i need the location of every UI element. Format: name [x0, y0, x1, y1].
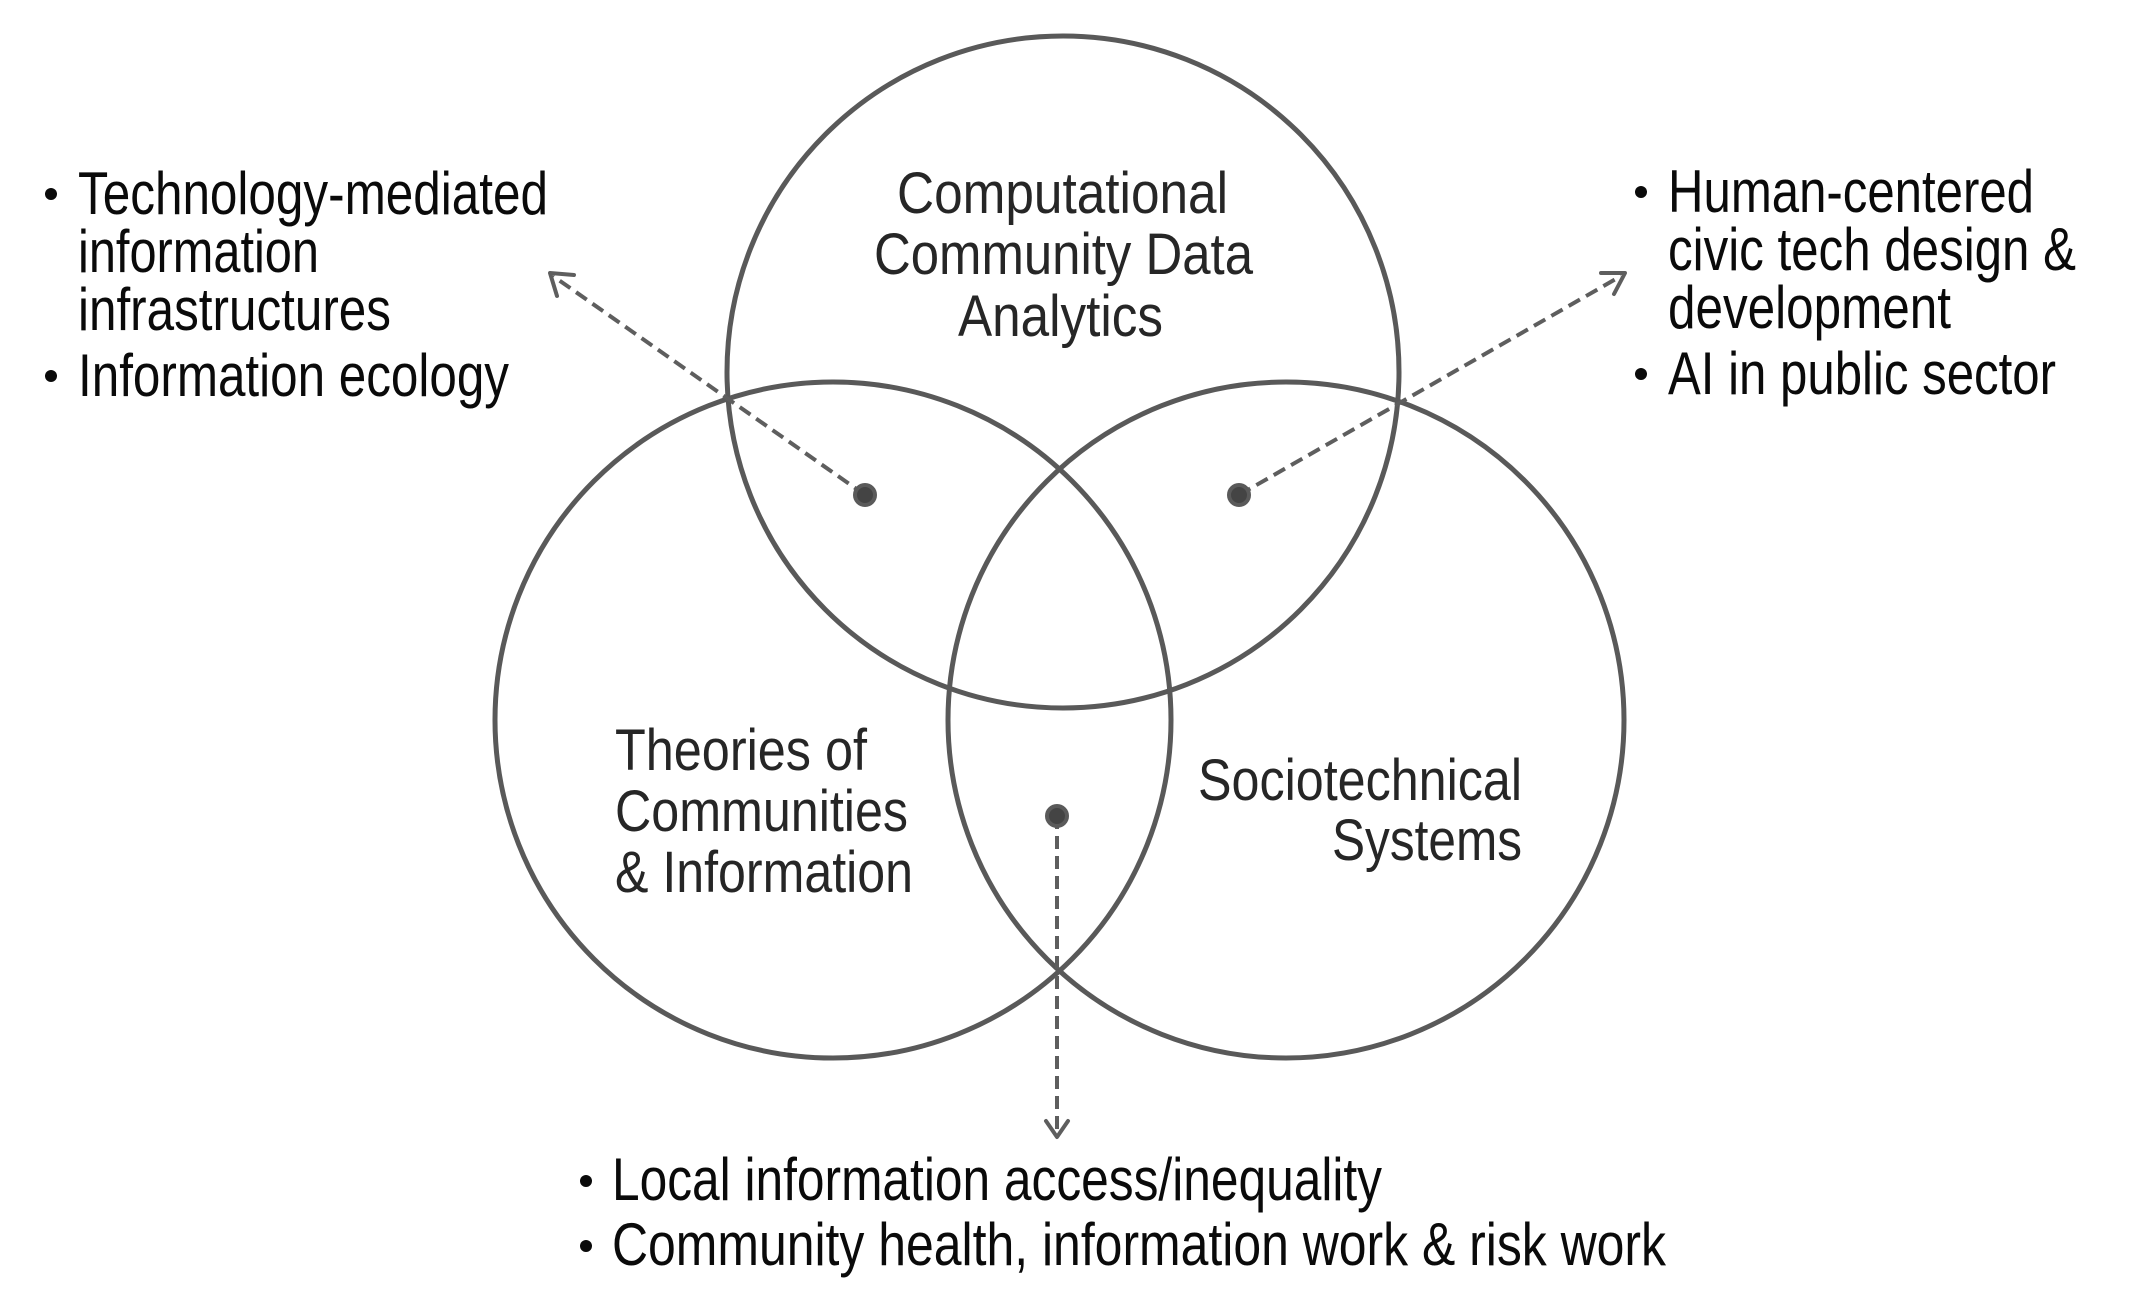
bullet-dot-icon: [580, 1240, 592, 1252]
circle-label-left-line-3: & Information: [615, 840, 913, 905]
callout-top-right-item-2-line-1: AI in public sector: [1668, 340, 2056, 407]
callout-top-left: Technology-mediated information infrastr…: [45, 160, 548, 409]
intersection-dot-icon: [853, 483, 877, 507]
intersection-dot-icon: [1227, 483, 1251, 507]
callout-top-right-item-1-line-1: Human-centered: [1668, 158, 2034, 225]
circle-label-top-line-3: Analytics: [958, 284, 1163, 349]
callout-top-left-item-1-line-1: Technology-mediated: [78, 160, 548, 227]
callout-bottom-item-2: Community health, information work & ris…: [612, 1211, 1667, 1278]
circle-label-top-line-2: Community Data: [874, 222, 1254, 287]
circle-label-top-line-1: Computational: [897, 161, 1228, 226]
venn-circles: [492, 33, 1627, 1061]
circle-label-right-line-1: Sociotechnical: [1198, 748, 1522, 813]
callout-top-left-item-2-line-1: Information ecology: [78, 342, 509, 409]
bullet-dot-icon: [1635, 368, 1647, 380]
arrow-up-left-icon: [548, 271, 576, 298]
circle-label-right: Sociotechnical Systems: [1198, 748, 1522, 873]
circle-label-top: Computational Community Data Analytics: [874, 161, 1254, 349]
callout-top-left-item-1-line-3: infrastructures: [78, 276, 391, 343]
callout-top-left-item-1-line-2: information: [78, 218, 319, 285]
bullet-dot-icon: [580, 1175, 592, 1187]
callout-top-right-item-1-line-2: civic tech design &: [1668, 216, 2076, 283]
connector-top-left: [548, 271, 877, 507]
bullet-dot-icon: [45, 188, 57, 200]
intersection-dot-icon: [1045, 804, 1069, 828]
circle-label-left-line-2: Communities: [615, 779, 908, 844]
circle-computational-community-data-analytics: [724, 33, 1402, 711]
dashed-line-icon: [1238, 274, 1622, 497]
bullet-dot-icon: [1635, 186, 1647, 198]
callout-bottom: Local information access/inequality Comm…: [580, 1146, 1667, 1278]
circle-label-right-line-2: Systems: [1332, 808, 1522, 873]
circle-label-left: Theories of Communities & Information: [615, 718, 913, 905]
connector-bottom: [1044, 804, 1070, 1139]
arrow-down-icon: [1044, 1119, 1070, 1139]
circle-label-left-line-1: Theories of: [615, 718, 868, 783]
callout-top-right-item-1-line-3: development: [1668, 274, 1951, 341]
circle-theories-of-communities-information: [492, 379, 1174, 1061]
circle-sociotechnical-systems: [945, 379, 1627, 1061]
dashed-line-icon: [551, 274, 867, 497]
callout-top-right: Human-centered civic tech design & devel…: [1635, 158, 2076, 407]
arrow-up-right-icon: [1599, 271, 1627, 296]
callout-bottom-item-1: Local information access/inequality: [612, 1146, 1382, 1213]
bullet-dot-icon: [45, 370, 57, 382]
connector-top-right: [1227, 271, 1627, 507]
